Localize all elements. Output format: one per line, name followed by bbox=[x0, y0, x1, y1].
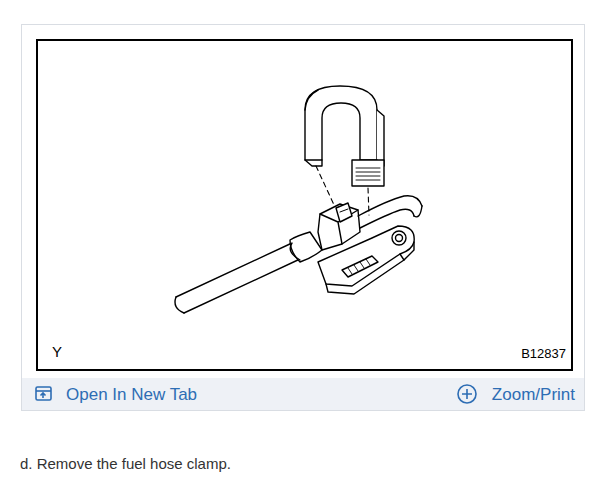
view-letter: Y bbox=[52, 343, 62, 360]
zoom-print-link: Zoom/Print bbox=[492, 385, 575, 405]
open-tab-link: Open In New Tab bbox=[66, 385, 197, 405]
drawing-border bbox=[37, 40, 572, 370]
zoom-icon bbox=[458, 385, 476, 403]
step-caption: d. Remove the fuel hose clamp. bbox=[20, 455, 231, 472]
hose-clamp-illustration bbox=[175, 86, 422, 313]
figure-code: B12837 bbox=[521, 347, 566, 362]
figure-frame bbox=[22, 25, 585, 411]
toolbar-bar bbox=[22, 378, 584, 410]
open-tab-icon bbox=[36, 387, 51, 400]
